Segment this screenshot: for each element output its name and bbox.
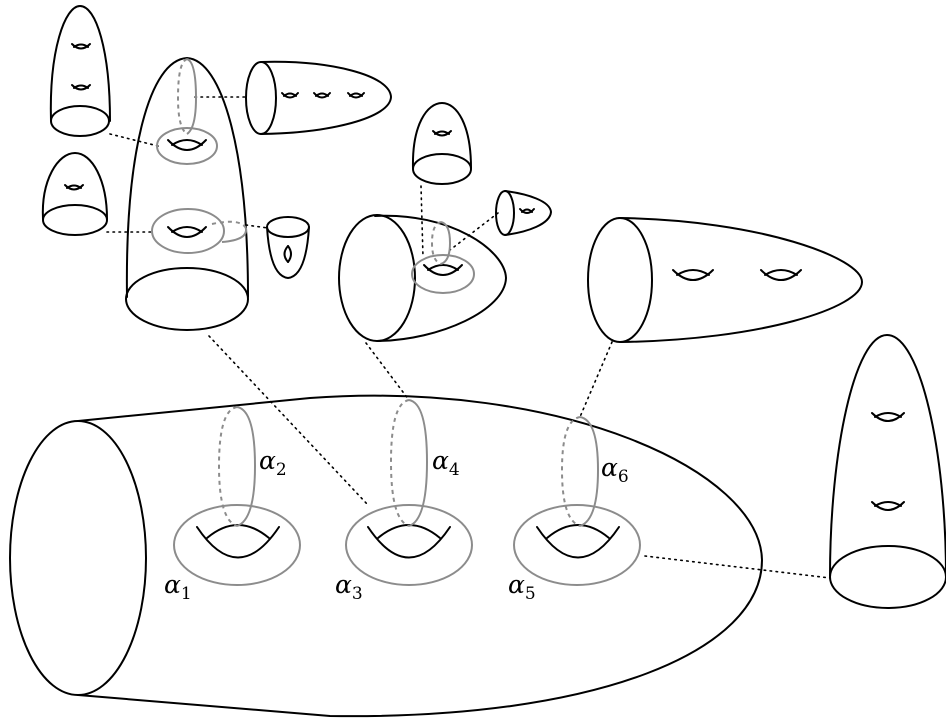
cap-a-handle-1 — [71, 43, 91, 50]
main-handle-3 — [536, 524, 620, 559]
connector-tall-cap-to-alpha3 — [208, 335, 369, 506]
cap-a-handle-2 — [71, 84, 91, 91]
labels: α1 α2 α3 α4 α5 α6 — [164, 446, 629, 604]
curve-alpha4 — [389, 399, 429, 527]
wide-genus3-piece — [245, 60, 392, 135]
main-surface — [9, 394, 763, 718]
main-surface-outline — [77, 394, 763, 718]
label-alpha2: α2 — [259, 446, 287, 480]
tall-cap-handle-upper — [167, 139, 207, 151]
cap-genus1-left — [41, 152, 108, 236]
long-cylinder-handle-1 — [672, 269, 714, 281]
wide-piece-handle-2 — [313, 92, 331, 99]
connector-alpha5-to-right-cap — [644, 555, 831, 579]
right-tall-cap-genus2 — [829, 334, 946, 609]
right-cap-handle-2 — [871, 501, 905, 511]
small-cap-top-center — [411, 102, 472, 185]
tall-cap-side-curve — [211, 220, 247, 229]
long-cylinder-handle-2 — [760, 269, 802, 281]
connectors — [106, 96, 831, 579]
cap-genus2-top-left — [49, 5, 111, 137]
tall-cap-meridian — [176, 58, 198, 135]
label-alpha6: α6 — [601, 453, 629, 487]
main-handle-2 — [367, 524, 451, 559]
connector-small-cylinder-to-cylinder — [449, 212, 499, 251]
main-handle-1 — [196, 524, 280, 559]
small-cylinder-piece — [495, 190, 552, 236]
disk-handle — [283, 245, 292, 263]
connector-long-cylinder-to-alpha6 — [579, 341, 613, 418]
wide-piece-handle-3 — [347, 92, 365, 99]
tall-cap-handle-lower — [167, 226, 207, 238]
curve-alpha5 — [513, 504, 641, 586]
main-surface-boundary — [9, 420, 147, 696]
long-cylinder-genus2 — [587, 217, 863, 343]
curve-alpha6 — [560, 416, 600, 527]
curve-alpha3 — [345, 504, 473, 586]
center-cylinder-handle — [423, 264, 463, 276]
label-alpha1: α1 — [164, 570, 192, 604]
wide-piece-handle-1 — [281, 92, 299, 99]
curve-alpha1 — [173, 504, 301, 586]
connector-tall-cap-to-disk — [245, 224, 269, 229]
right-cap-handle-1 — [871, 412, 905, 422]
tall-cap-curve-upper — [156, 127, 218, 165]
label-alpha5: α5 — [508, 570, 536, 604]
label-alpha3: α3 — [335, 570, 363, 604]
small-cap-handle — [432, 130, 452, 137]
tall-cap-side-curve-solid — [221, 227, 248, 243]
connector-cap-a-to-tall-cap — [109, 133, 159, 147]
label-alpha4: α4 — [432, 446, 460, 480]
center-cylinder-curve-ring — [411, 254, 475, 294]
cap-b-handle — [64, 184, 84, 191]
connector-cylinder-to-alpha4 — [365, 342, 410, 401]
tall-cap-curve-lower — [151, 208, 225, 254]
disk-piece — [266, 216, 310, 279]
curve-alpha2 — [217, 406, 257, 527]
center-cylinder-meridian — [430, 221, 452, 265]
center-cylinder-piece — [338, 214, 507, 342]
tall-cap-piece — [125, 57, 249, 331]
small-cylinder-handle — [519, 208, 535, 214]
connector-small-cap-to-cylinder — [420, 185, 424, 258]
